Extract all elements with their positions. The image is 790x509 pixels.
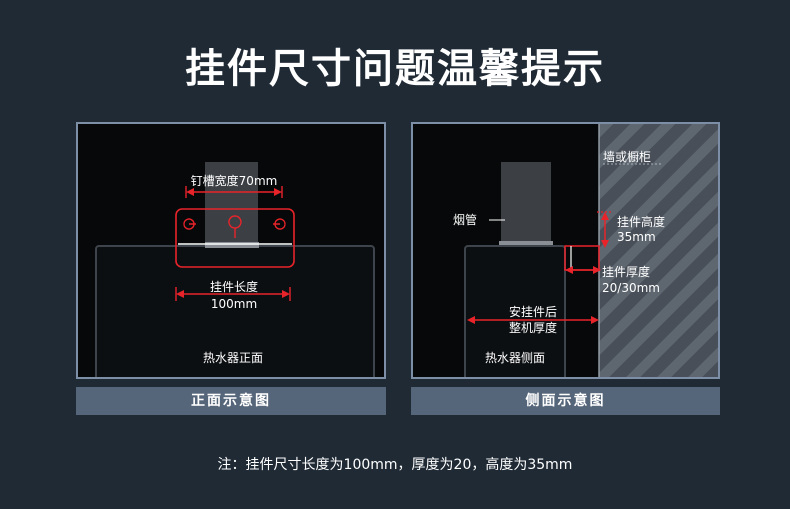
wall-hatch xyxy=(599,124,718,377)
side-view-drawing xyxy=(464,124,663,377)
slot-width-arrowhead-right xyxy=(274,188,282,196)
flue-pipe xyxy=(501,162,551,248)
front-view-caption: 正面示意图 xyxy=(76,387,386,415)
hanger-height-label: 挂件高度 xyxy=(617,215,666,229)
wall-label: 墙或橱柜 xyxy=(603,150,652,164)
dimension-note: 注：挂件尺寸长度为100mm，厚度为20，高度为35mm xyxy=(217,457,573,473)
heater-side-label: 热水器侧面 xyxy=(484,351,545,365)
slot-width-label: 钉槽宽度70mm xyxy=(190,174,278,188)
left-slot xyxy=(183,218,196,230)
hanger-length-arrowhead-left xyxy=(176,290,184,298)
heater-top-bar xyxy=(205,242,259,248)
right-slot xyxy=(273,218,286,230)
hanger-length-arrowhead-right xyxy=(282,290,290,298)
front-view-drawing xyxy=(95,162,375,377)
heater-front-label: 热水器正面 xyxy=(202,351,263,365)
side-view-caption: 侧面示意图 xyxy=(411,387,720,415)
hanger-length-value: 100mm xyxy=(210,297,258,311)
slot-width-arrowhead-left xyxy=(186,188,194,196)
overall-depth-label-1: 安挂件后 xyxy=(508,305,557,319)
hanger-length-label: 挂件长度 xyxy=(209,280,258,294)
overall-depth-label-2: 整机厚度 xyxy=(508,321,557,335)
hanger-thickness-value: 20/30mm xyxy=(602,281,660,295)
hanger-side xyxy=(564,245,600,271)
flue-label: 烟管 xyxy=(453,213,478,227)
center-slot xyxy=(228,215,242,238)
hanger-thickness-label: 挂件厚度 xyxy=(602,265,651,279)
hanger-bracket xyxy=(175,208,295,268)
hanger-height-value: 35mm xyxy=(617,230,656,244)
side-view-diagram: 墙或橱柜 烟管 挂件高度 35mm 挂件厚度 20/30mm 安挂件后 整机厚度… xyxy=(411,122,720,379)
flue-pipe xyxy=(205,162,258,248)
flue-collar xyxy=(499,241,553,248)
front-view-diagram: 钉槽宽度70mm 挂件长度 100mm 热水器正面 xyxy=(76,122,386,379)
page-title: 挂件尺寸问题温馨提示 xyxy=(185,46,605,92)
